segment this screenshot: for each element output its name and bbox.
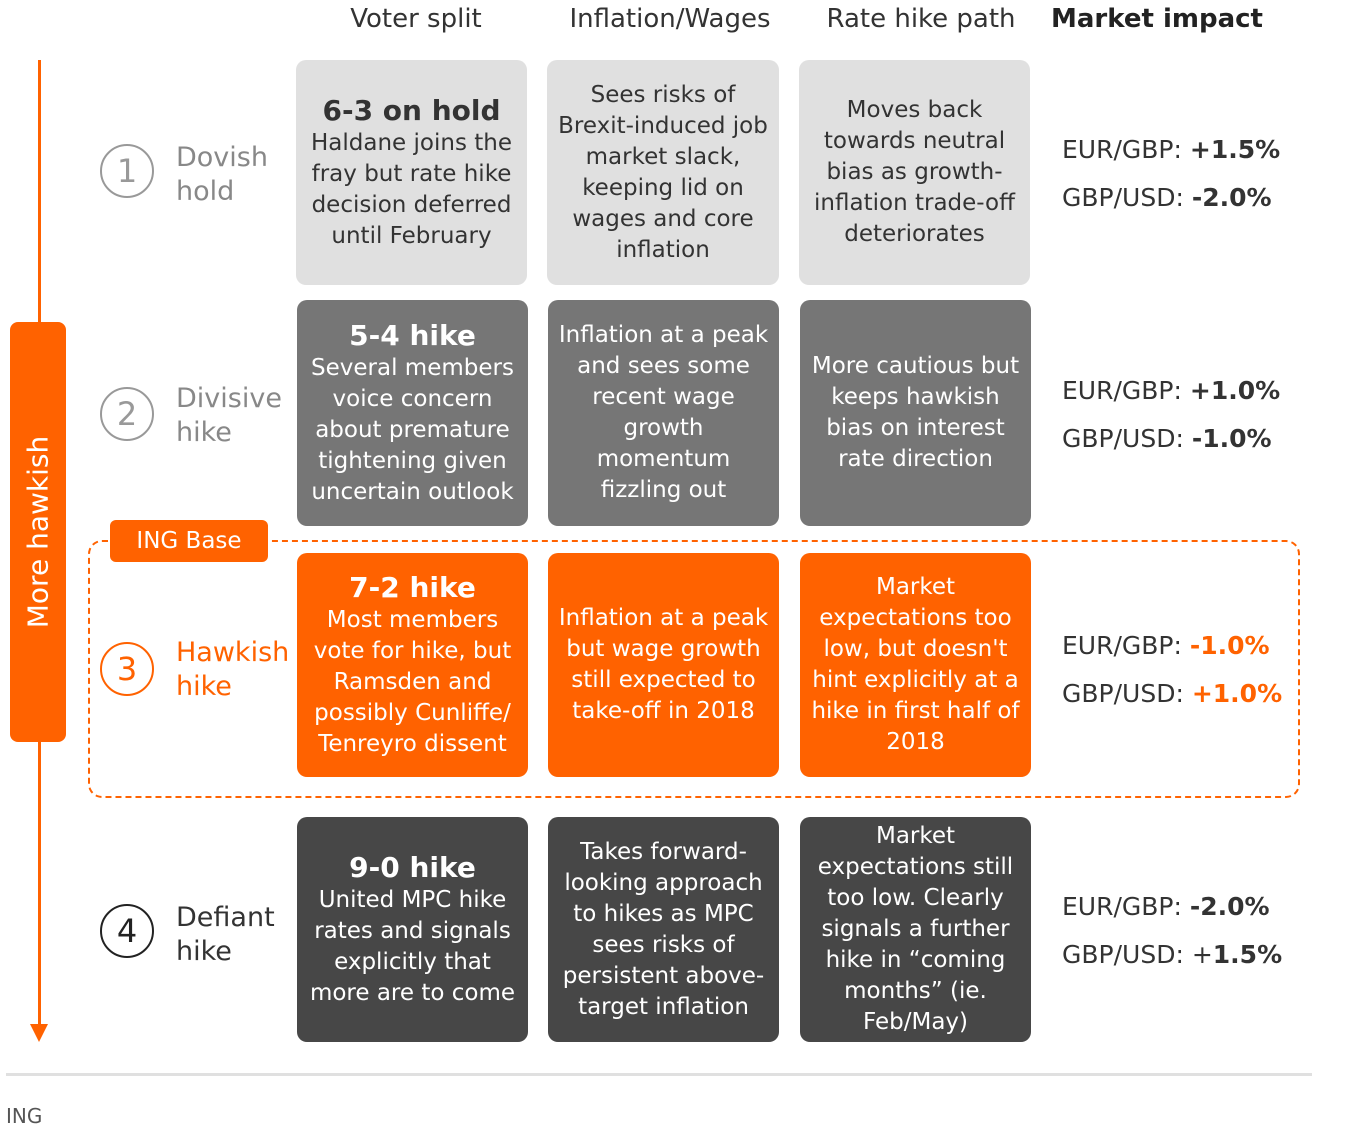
hawkish-axis-line-top xyxy=(38,60,41,324)
row4-rate-path-card: Market expectations still too low. Clear… xyxy=(800,817,1031,1042)
row2-inflation-card: Inflation at a peak and sees some recent… xyxy=(548,300,779,526)
source-label: ING xyxy=(6,1104,43,1128)
row2-rate-path-card: More cautious but keeps hawkish bias on … xyxy=(800,300,1031,526)
arrow-down-icon xyxy=(30,1024,48,1042)
row2-market-impact: EUR/GBP: +1.0% GBP/USD: -1.0% xyxy=(1062,376,1281,453)
row1-voter-split-card: 6-3 on hold Haldane joins the fray but r… xyxy=(296,60,527,285)
row3-voter-split-card: 7-2 hike Most members vote for hike, but… xyxy=(297,553,528,777)
row4-inflation-card: Takes forward-looking approach to hikes … xyxy=(548,817,779,1042)
ing-base-highlight xyxy=(88,540,1300,798)
scenario-number-2: 2 xyxy=(100,387,154,441)
row4-market-impact: EUR/GBP: -2.0% GBP/USD: +1.5% xyxy=(1062,892,1283,969)
scenario-number-1: 1 xyxy=(100,144,154,198)
hawkish-axis-line-bottom xyxy=(38,740,41,1030)
scenario-number-3: 3 xyxy=(100,642,154,696)
row3-inflation-card: Inflation at a peak but wage growth stil… xyxy=(548,553,779,777)
row1-rate-path-card: Moves back towards neutral bias as growt… xyxy=(799,60,1030,285)
row3-rate-path-card: Market expectations too low, but doesn't… xyxy=(800,553,1031,777)
row2-voter-split-card: 5-4 hike Several members voice concern a… xyxy=(297,300,528,526)
header-rate-hike-path: Rate hike path xyxy=(826,4,1016,34)
ing-base-tag: ING Base xyxy=(110,520,268,562)
row3-market-impact: EUR/GBP: -1.0% GBP/USD: +1.0% xyxy=(1062,631,1283,708)
header-inflation-wages: Inflation/Wages xyxy=(569,4,771,34)
footer-divider xyxy=(6,1073,1312,1076)
row1-inflation-card: Sees risks of Brexit-induced job market … xyxy=(547,60,779,285)
row1-market-impact: EUR/GBP: +1.5% GBP/USD: -2.0% xyxy=(1062,135,1281,212)
hawkish-axis-label-box xyxy=(10,322,66,742)
row4-voter-split-card: 9-0 hike United MPC hike rates and signa… xyxy=(297,817,528,1042)
scenario-number-4: 4 xyxy=(100,904,154,958)
hawkish-axis-label: More hawkish xyxy=(21,435,55,629)
header-market-impact: Market impact xyxy=(1051,4,1263,34)
header-voter-split: Voter split xyxy=(350,4,482,34)
